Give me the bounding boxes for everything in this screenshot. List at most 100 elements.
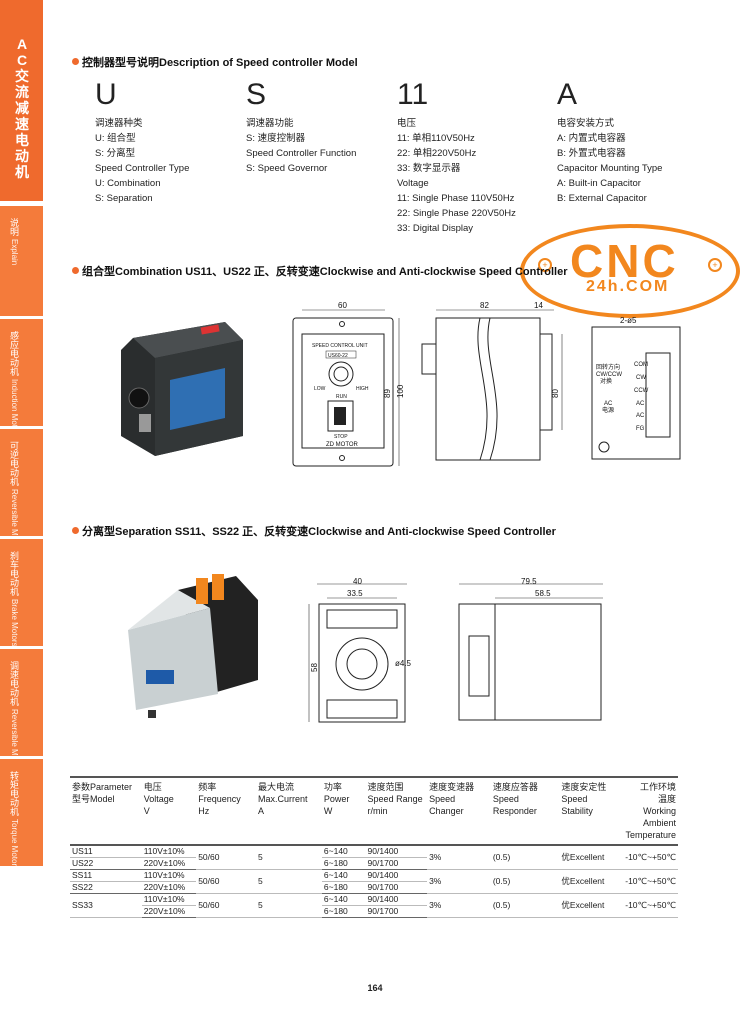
cell-voltage: 110V±10%	[141, 893, 197, 906]
cell-model: US22	[70, 857, 142, 870]
svg-text:AC: AC	[636, 401, 645, 407]
sidebar-tab-reversible[interactable]: 可逆电动机 Reversible Motors	[0, 429, 43, 553]
table-row: US11 110V±10% 50/60 5 6~140 90/1400 3% (…	[70, 845, 678, 870]
cell-power: 6~140	[321, 845, 366, 858]
sidebar-tab-zh: 调速电动机	[9, 661, 19, 706]
cell-changer: 3%	[427, 845, 491, 870]
svg-text:LOW: LOW	[314, 386, 326, 392]
table-row: 220V±10% 6~180 90/1700	[70, 905, 678, 918]
svg-text:89: 89	[383, 389, 392, 398]
page-number: 164	[367, 983, 383, 993]
socket-top-view-drawing: 40 33.5 ø4.5 63 58	[305, 577, 412, 723]
sidebar-tab-zh: 刹车电动机	[9, 551, 19, 596]
front-view-drawing: 60 SPEED CONTROL UNIT US60-22 LOW HIGH R…	[292, 301, 405, 467]
back-view-drawing: 2-ø5 回转方向 CW/CCW 对换 AC 电源 COM CW CCW AC …	[591, 316, 681, 460]
socket-side-view-drawing: 79.5 58.5	[458, 577, 603, 721]
cell-power: 6~140	[321, 893, 366, 906]
table-row: SS11 110V±10% 50/60 5 6~140 90/1400 3% (…	[70, 869, 678, 894]
cell-speed: 90/1700	[365, 905, 428, 918]
cell-power: 6~180	[321, 857, 366, 870]
sidebar-tab-zh: 说明	[9, 218, 19, 236]
cell-model: SS22	[70, 881, 142, 894]
svg-text:63: 63	[305, 663, 307, 672]
cell-voltage: 110V±10%	[141, 869, 197, 882]
model-letter: A	[557, 78, 578, 111]
sidebar-tab-en: Explain	[10, 238, 19, 265]
svg-text:80: 80	[551, 389, 560, 398]
svg-text:CCW: CCW	[634, 388, 649, 394]
bullet-icon	[72, 527, 79, 534]
svg-text:RUN: RUN	[336, 394, 347, 400]
separation-controller-photo	[128, 574, 258, 718]
combination-controller-photo	[121, 322, 243, 456]
svg-text:COM: COM	[634, 362, 648, 368]
sidebar-main-label: AC交流减速电动机	[15, 36, 29, 180]
svg-text:回转方向: 回转方向	[596, 363, 620, 371]
cell-temperature: -10℃~+50℃	[623, 869, 678, 894]
sidebar-tab-induction[interactable]: 感应电动机 Induction Motor	[0, 319, 43, 434]
svg-text:82: 82	[480, 301, 489, 310]
cell-responder: (0.5)	[490, 845, 560, 870]
cell-stability: 优Excellent	[559, 845, 624, 870]
sidebar-main-tab[interactable]: AC交流减速电动机	[0, 0, 43, 201]
svg-text:AC: AC	[604, 401, 613, 407]
cell-voltage: 220V±10%	[141, 857, 197, 870]
logo-sub: 24h.COM	[586, 278, 670, 295]
svg-text:2-ø5: 2-ø5	[620, 316, 637, 325]
sidebar-tab-en: Torque Motors	[10, 818, 19, 870]
cell-changer: 3%	[427, 869, 491, 894]
sidebar-tab-explain[interactable]: 说明 Explain	[0, 206, 43, 316]
cell-temperature: -10℃~+50℃	[623, 845, 678, 870]
svg-text:ZD MOTOR: ZD MOTOR	[326, 442, 359, 448]
cell-voltage: 220V±10%	[141, 881, 197, 894]
cell-speed: 90/1400	[365, 893, 428, 906]
sidebar-tab-zh: 转矩电动机	[9, 771, 19, 816]
section-title-combination: 组合型Combination US11、US22 正、反转变速Clockwise…	[72, 263, 568, 279]
svg-text:79.5: 79.5	[521, 577, 537, 586]
cell-current: 5	[255, 893, 322, 918]
sidebar-tab-zh: 可逆电动机	[9, 441, 19, 486]
svg-text:40: 40	[353, 577, 362, 586]
svg-text:ø4.5: ø4.5	[395, 659, 412, 668]
section-title-separation: 分离型Separation SS11、SS22 正、反转变速Clockwise …	[72, 523, 556, 539]
sidebar-tab-en: Brake Motors	[10, 598, 19, 647]
table-row: SS22 220V±10% 6~180 90/1700	[70, 881, 678, 894]
svg-text:FG: FG	[636, 426, 645, 432]
bullet-icon	[72, 58, 79, 65]
cell-speed: 90/1700	[365, 881, 428, 894]
plus-icon: +	[538, 258, 552, 272]
table-row: US22 220V±10% 6~180 90/1700	[70, 857, 678, 870]
model-letter: S	[246, 78, 267, 111]
svg-text:14: 14	[534, 301, 543, 310]
cell-model: SS11	[70, 869, 142, 882]
sidebar-tab-zh: 感应电动机	[9, 331, 19, 376]
svg-text:100: 100	[396, 384, 405, 398]
svg-text:33.5: 33.5	[347, 589, 363, 598]
svg-text:US60-22: US60-22	[328, 353, 348, 359]
sidebar-tab-torque[interactable]: 转矩电动机 Torque Motors	[0, 759, 43, 870]
sidebar-tab-brake[interactable]: 刹车电动机 Brake Motors	[0, 539, 43, 646]
cell-temperature: -10℃~+50℃	[623, 893, 678, 918]
cell-model: SS33	[70, 893, 142, 918]
bullet-icon	[72, 267, 79, 274]
svg-text:58.5: 58.5	[535, 589, 551, 598]
cell-current: 5	[255, 869, 322, 894]
sidebar: AC交流减速电动机 说明 Explain 感应电动机 Induction Mot…	[0, 0, 43, 1017]
cell-frequency: 50/60	[196, 869, 256, 894]
sidebar-tab-speed[interactable]: 调速电动机 Reversible Motors	[0, 649, 43, 773]
